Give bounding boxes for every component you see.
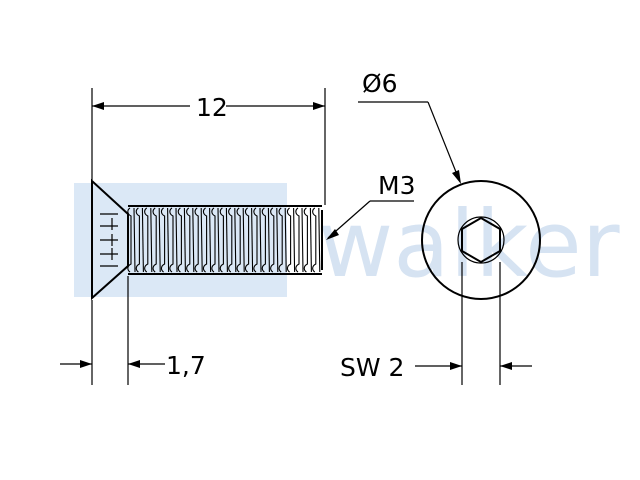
length-label: 12	[196, 93, 228, 122]
head-diameter-label: Ø6	[362, 69, 398, 98]
watermark-text: walker	[318, 191, 620, 298]
hex-socket	[461, 216, 501, 264]
screw-side-view	[91, 178, 323, 301]
dimension-thread: M3	[326, 171, 415, 240]
screw-front-view	[421, 180, 541, 300]
thread-pattern	[127, 207, 321, 273]
socket-label: SW 2	[340, 353, 404, 382]
dimension-head-diameter: Ø6	[358, 69, 461, 184]
dimension-length: 12	[91, 88, 326, 205]
head-circle	[421, 180, 541, 300]
socket-detail	[100, 213, 118, 267]
thread-label: M3	[378, 171, 415, 200]
head-height-label: 1,7	[166, 351, 206, 380]
watermark: walker	[74, 183, 620, 298]
dimension-socket: SW 2	[340, 262, 532, 385]
dimension-head-height: 1,7	[60, 276, 206, 385]
